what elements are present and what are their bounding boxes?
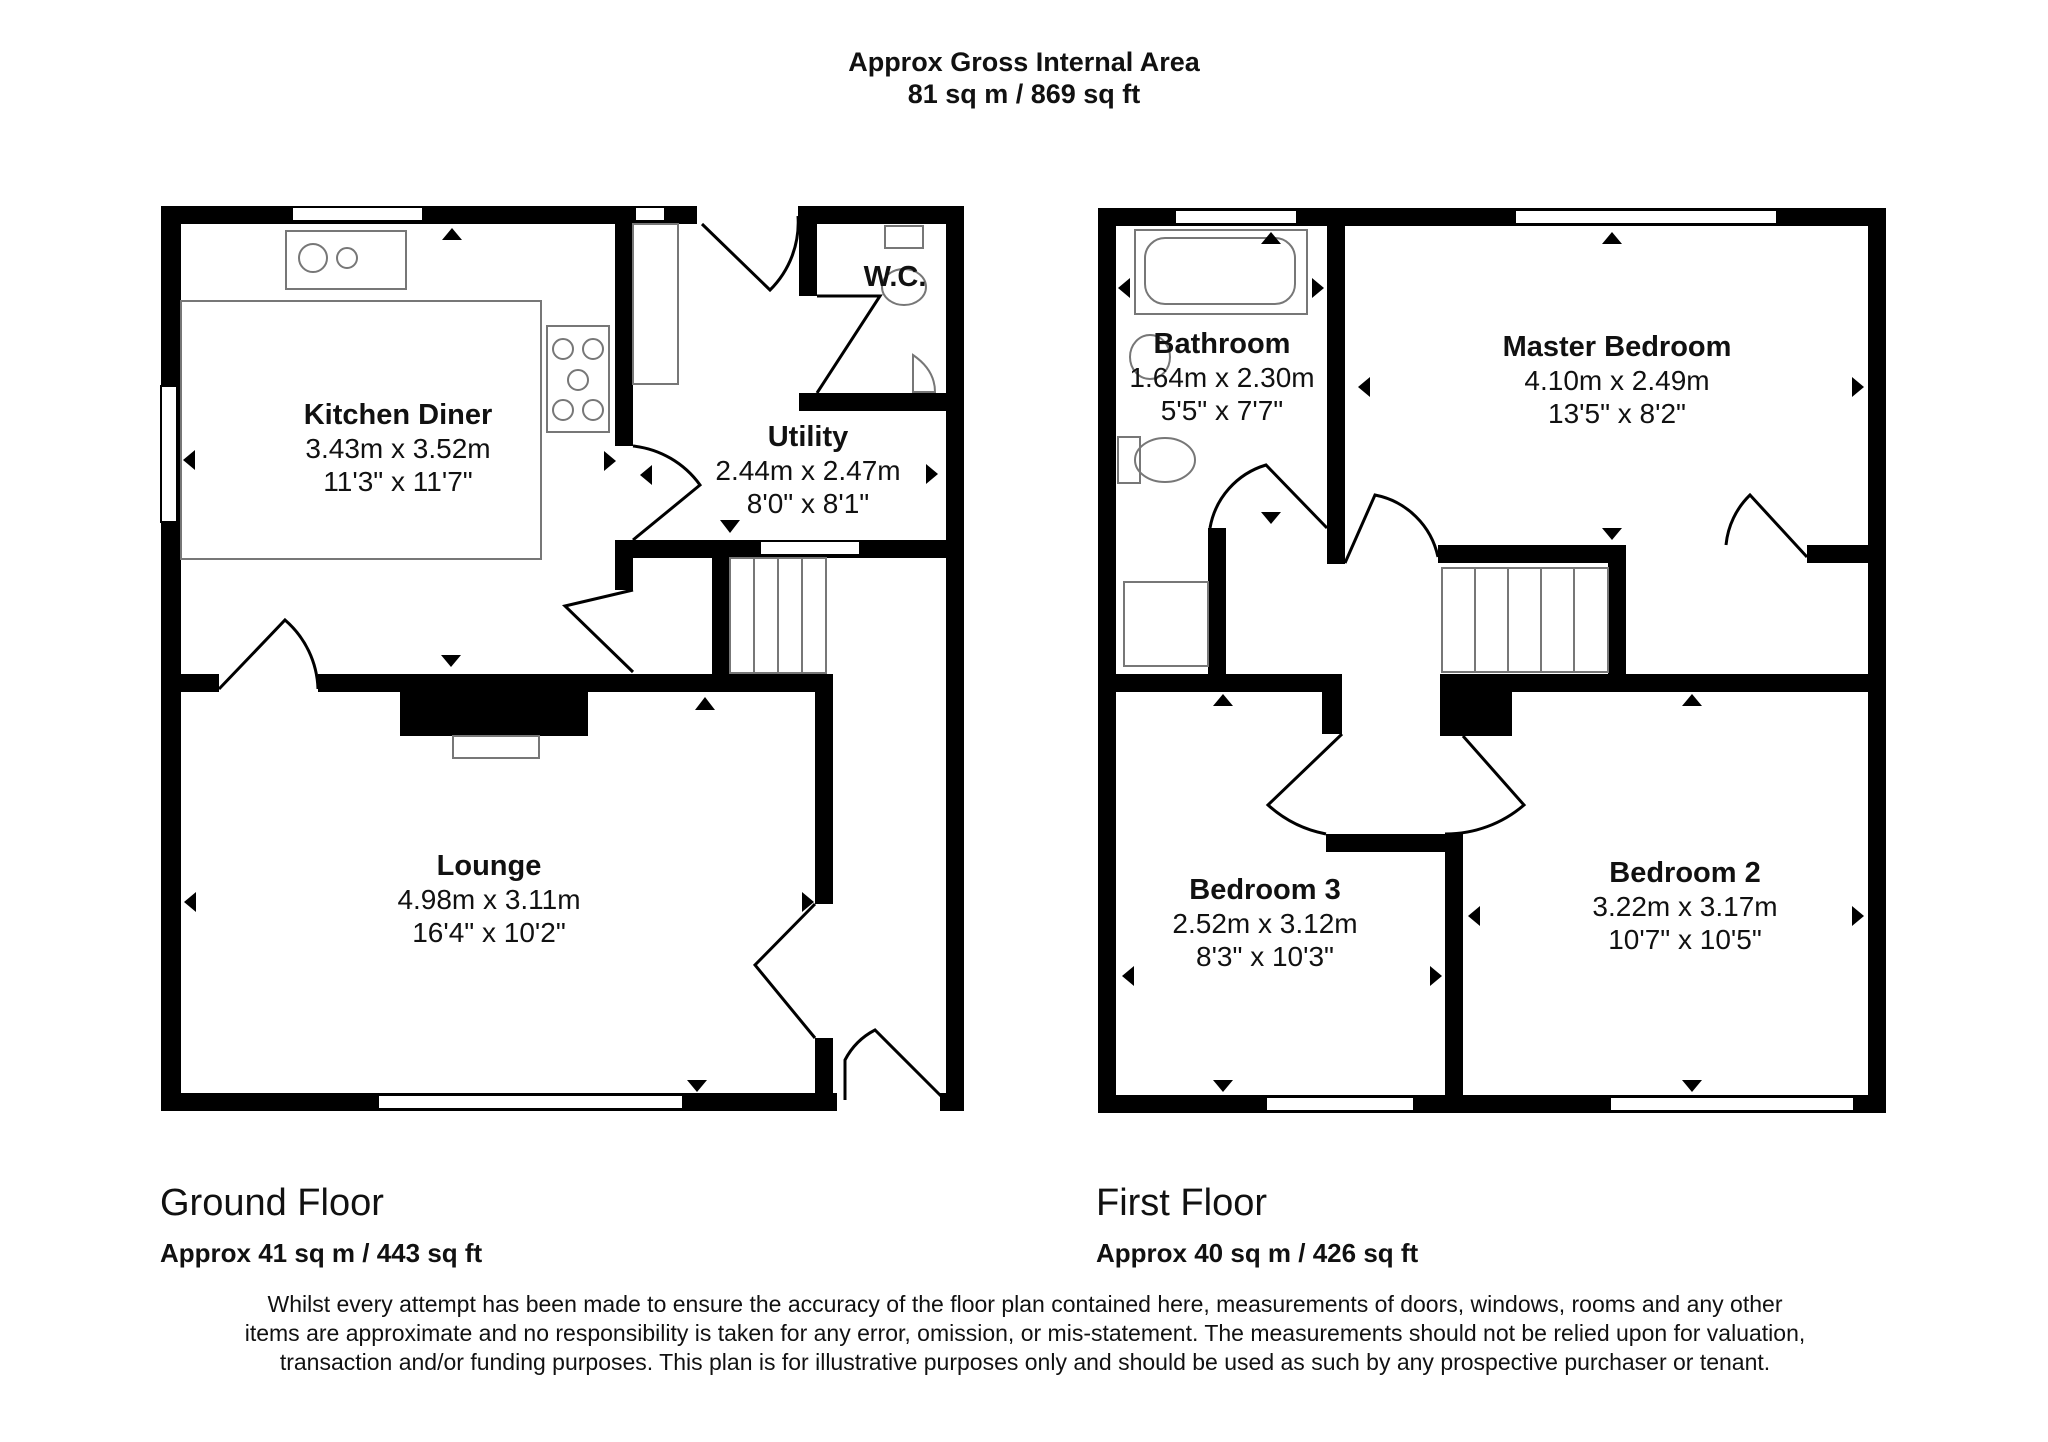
kitchen-imperial: 11'3" x 11'7" [323,466,472,497]
utility-imperial: 8'0" x 8'1" [747,488,869,519]
bedroom2-metric: 3.22m x 3.17m [1592,891,1777,922]
ff-windows [1174,209,1855,1112]
lounge-imperial: 16'4" x 10'2" [412,917,566,948]
bath [1134,229,1308,315]
bedroom3-imperial: 8'3" x 10'3" [1196,941,1334,972]
room-labels: Kitchen Diner 3.43m x 3.52m 11'3" x 11'7… [304,261,1778,972]
master-bedroom-imperial: 13'5" x 8'2" [1548,398,1686,429]
bedroom3-metric: 2.52m x 3.12m [1172,908,1357,939]
utility-counter [632,223,679,385]
gross-area-value: 81 sq m / 869 sq ft [907,79,1141,109]
hob [546,325,610,433]
gf-doors [217,215,947,1102]
disclaimer-text: Whilst every attempt has been made to en… [244,1291,1806,1375]
kitchen-name: Kitchen Diner [304,399,493,431]
first-floor-title: First Floor [1096,1182,1267,1224]
gf-wall-top-wc [798,206,964,224]
master-bedroom-metric: 4.10m x 2.49m [1524,365,1709,396]
utility-metric: 2.44m x 2.47m [715,455,900,486]
ground-floor-title: Ground Floor [160,1182,384,1224]
utility-name: Utility [768,421,849,453]
ff-doors [1208,463,1809,836]
ground-floor-area: Approx 41 sq m / 443 sq ft [160,1238,483,1268]
wc-basin [912,353,937,393]
basin [1129,334,1171,380]
ff-chimney [1440,674,1512,736]
bathroom-imperial: 5'5" x 7'7" [1161,395,1283,426]
bedroom3-name: Bedroom 3 [1189,874,1340,906]
kitchen-metric: 3.43m x 3.52m [305,433,490,464]
gf-dimension-arrows [183,228,938,1092]
master-bedroom-name: Master Bedroom [1503,331,1732,363]
ff-fittings [1117,229,1609,673]
bedroom2-imperial: 10'7" x 10'5" [1608,924,1762,955]
wc-name: W.C. [864,261,927,293]
bathroom-metric: 1.64m x 2.30m [1129,362,1314,393]
ground-floor-plan [161,206,964,1111]
lounge-metric: 4.98m x 3.11m [397,884,580,915]
ff-wall-left [1098,208,1116,1113]
ff-dimension-arrows [1118,232,1864,1092]
gf-fittings [180,223,937,759]
gf-windows [160,206,861,1110]
fireplace-hearth [452,735,540,759]
gf-wall-kitchen-utility [615,206,633,446]
gross-area-title: Approx Gross Internal Area [848,47,1200,77]
first-floor-area: Approx 40 sq m / 426 sq ft [1096,1238,1419,1268]
chimney-breast [400,674,588,736]
shower-tray [1123,581,1209,667]
stairs-ff [1441,567,1609,673]
ff-wall-right [1868,208,1886,1113]
bathroom-name: Bathroom [1154,328,1291,360]
lounge-name: Lounge [437,850,542,882]
kitchen-worktop-outline [180,300,542,560]
gf-wall-left [161,206,181,1111]
kitchen-sink [285,230,407,290]
wc-toilet [881,268,927,306]
bedroom2-name: Bedroom 2 [1609,857,1760,889]
toilet [1134,437,1196,483]
gf-wall-right [946,206,964,1111]
